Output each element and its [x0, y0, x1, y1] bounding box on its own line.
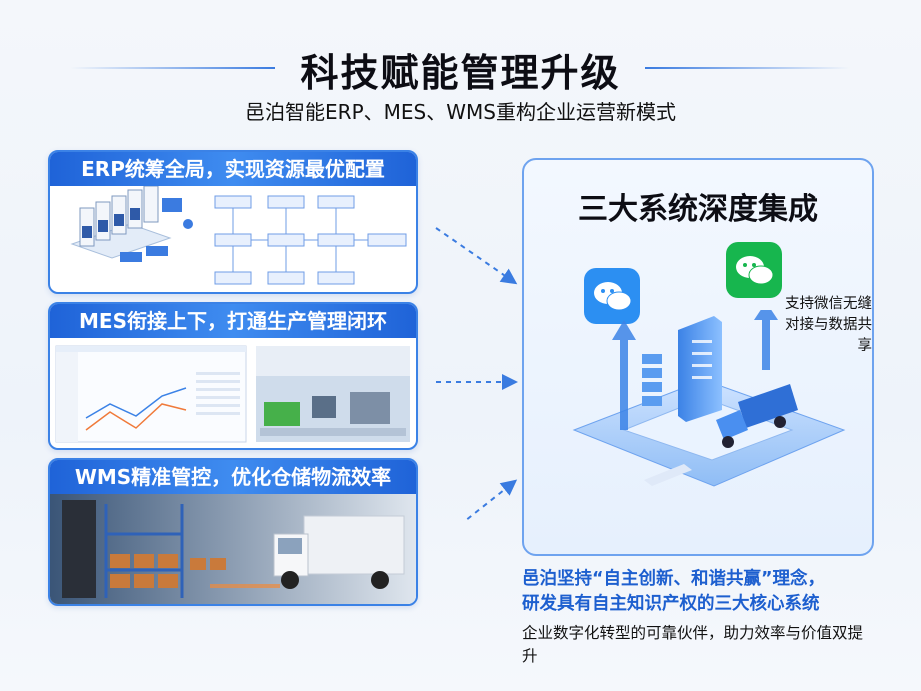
integration-panel: 三大系统深度集成 支持微信无缝 对接与数据共享	[522, 158, 874, 556]
warehouse-shelves	[110, 554, 226, 588]
mes-card-caption: MES衔接上下，打通生产管理闭环	[50, 304, 416, 338]
wms-illustration	[50, 494, 416, 604]
wms-card-caption: WMS精准管控，优化仓储物流效率	[50, 460, 416, 494]
wechat-note-line2: 对接与数据共享	[785, 317, 872, 354]
page-title: 科技赋能管理升级	[300, 51, 621, 95]
highlight-line1: 邑泊坚持“自主创新、和谐共赢”理念，	[522, 569, 826, 589]
wechat-icon	[584, 268, 640, 324]
erp-illustration	[70, 185, 407, 285]
integration-platform-illustration	[572, 310, 846, 487]
database-stack-icon	[642, 354, 662, 406]
arrow-up-icon	[612, 320, 636, 430]
delivery-truck-icon	[716, 384, 798, 448]
highlight-line2: 研发具有自主知识产权的三大核心系统	[522, 594, 820, 614]
truck-icon	[210, 515, 405, 589]
mes-dashboard-screenshot	[55, 345, 247, 443]
factory-floor-photo	[256, 346, 410, 442]
header-divider-right	[645, 67, 850, 69]
page-subtitle: 邑泊智能ERP、MES、WMS重构企业运营新模式	[245, 100, 676, 124]
server-rack-icon	[70, 185, 193, 262]
wms-card: WMS精准管控，优化仓储物流效率	[48, 458, 418, 606]
summary-body: 企业数字化转型的可靠伙伴，助力效率与价值双提升	[522, 624, 864, 665]
flow-arrows	[435, 227, 518, 520]
wechat-note-line1: 支持微信无缝	[785, 296, 872, 312]
header-divider-left	[70, 67, 275, 69]
wechat-icon	[726, 242, 782, 298]
server-building-icon	[678, 316, 722, 422]
wechat-note: 支持微信无缝 对接与数据共享	[772, 294, 872, 357]
integration-title: 三大系统深度集成	[578, 192, 818, 227]
arrow-wms	[464, 479, 518, 520]
mes-illustration	[55, 345, 410, 443]
mes-card: MES衔接上下，打通生产管理闭环	[48, 302, 418, 450]
highlight-text: 邑泊坚持“自主创新、和谐共赢”理念， 研发具有自主知识产权的三大核心系统	[522, 567, 825, 617]
arrow-up-icon	[754, 310, 778, 370]
erp-card: ERP统筹全局，实现资源最优配置	[48, 150, 418, 294]
erp-card-caption: ERP统筹全局，实现资源最优配置	[50, 152, 416, 186]
arrow-erp	[435, 227, 518, 285]
erp-flowchart	[214, 195, 407, 285]
